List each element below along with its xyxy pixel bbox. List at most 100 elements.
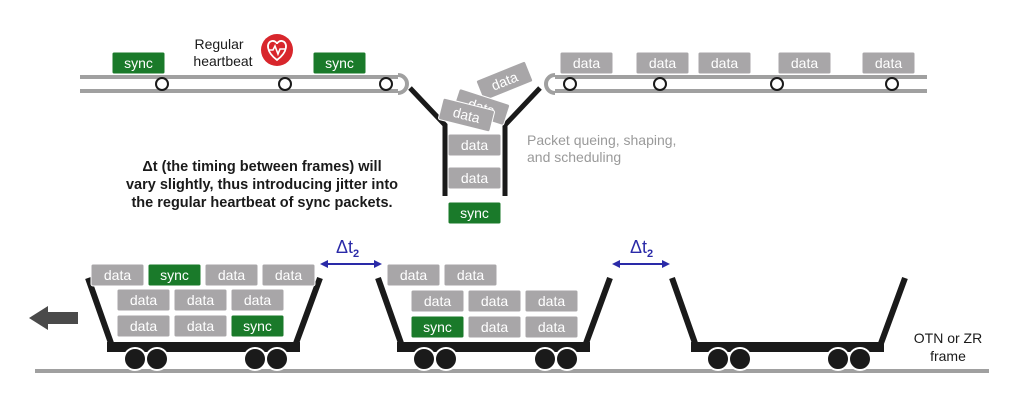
cart-1-base	[107, 342, 300, 352]
sync-packet-label: sync	[243, 318, 272, 334]
roller	[379, 77, 393, 91]
data-packet-label: data	[187, 318, 214, 334]
cart-wheel	[848, 347, 872, 371]
roller	[563, 77, 577, 91]
sync-packet-label: sync	[325, 55, 354, 71]
cart-3	[669, 276, 908, 371]
data-packet-label: data	[218, 267, 245, 283]
data-packet: data	[475, 60, 534, 102]
cart-wheel	[434, 347, 458, 371]
data-packet: data	[173, 288, 228, 312]
jitter-text-line1: Δt (the timing between frames) will	[142, 159, 381, 175]
funnel-right-wall	[502, 86, 542, 196]
data-packet: data	[230, 288, 285, 312]
data-packet-label: data	[104, 267, 131, 283]
data-packet: data	[204, 263, 259, 287]
top-right-belt	[544, 73, 927, 95]
data-packet-label: data	[573, 55, 600, 71]
sync-packet: sync	[410, 315, 465, 339]
sync-packet-label: sync	[460, 205, 489, 221]
data-packet-label: data	[130, 292, 157, 308]
data-packet: data	[524, 289, 579, 313]
data-packet-label: data	[791, 55, 818, 71]
data-packet: data	[861, 51, 916, 75]
data-packet: data	[173, 314, 228, 338]
sync-packet: sync	[312, 51, 367, 75]
data-packet-label: data	[481, 319, 508, 335]
roller	[770, 77, 784, 91]
frame-label-line1: OTN or ZR	[914, 330, 982, 346]
direction-arrow-icon	[29, 306, 78, 330]
cart-3-body	[669, 276, 908, 349]
belt-lower-line	[555, 89, 927, 93]
sync-packet: sync	[147, 263, 202, 287]
data-packet-label: data	[461, 170, 488, 186]
roller	[155, 77, 169, 91]
top-left-packets: sync sync	[111, 51, 367, 75]
cart-wheel	[123, 347, 147, 371]
data-packet-label: data	[244, 292, 271, 308]
data-packet-label: data	[187, 292, 214, 308]
cart-2	[375, 276, 613, 371]
data-packet: data	[524, 315, 579, 339]
delta-t-marker-1: Δt2	[320, 237, 382, 268]
cart-wheel	[826, 347, 850, 371]
delta-t-label: Δt2	[630, 237, 653, 260]
data-packet-label: data	[451, 104, 482, 126]
data-packet: data	[90, 263, 145, 287]
data-packet-label: data	[400, 267, 427, 283]
cart-1	[85, 276, 323, 371]
data-packet: data	[443, 263, 498, 287]
sync-packet: sync	[447, 201, 502, 225]
belt-upper-line	[555, 75, 927, 79]
top-right-packets: data data data data data	[559, 51, 916, 75]
cart-wheel	[243, 347, 267, 371]
data-packet: data	[116, 288, 171, 312]
sync-packet-label: sync	[124, 55, 153, 71]
cart-wheel	[555, 347, 579, 371]
heartbeat-icon	[261, 34, 293, 66]
data-packet: data	[116, 314, 171, 338]
belt-upper-line	[80, 75, 398, 79]
data-packet-label: data	[275, 267, 302, 283]
jitter-text-line3: the regular heartbeat of sync packets.	[131, 195, 392, 211]
data-packet: data	[447, 166, 502, 190]
belt-end-curve	[397, 73, 409, 95]
data-packet-label: data	[461, 137, 488, 153]
data-packet-label: data	[875, 55, 902, 71]
data-packet: data	[467, 315, 522, 339]
data-packet: data	[261, 263, 316, 287]
data-packet-label: data	[538, 319, 565, 335]
top-left-belt	[80, 73, 409, 95]
data-packet-label: data	[711, 55, 738, 71]
cart-wheel	[728, 347, 752, 371]
delta-t-label: Δt2	[336, 237, 359, 260]
cart-2-packets: data data data data data sync data data	[386, 263, 579, 339]
data-packet-label: data	[424, 293, 451, 309]
cart-wheel	[706, 347, 730, 371]
data-packet: data	[467, 289, 522, 313]
cart-wheel	[412, 347, 436, 371]
cart-wheel	[145, 347, 169, 371]
jitter-text-line2: vary slightly, thus introducing jitter i…	[126, 177, 398, 193]
data-packet-label: data	[538, 293, 565, 309]
sync-packet-label: sync	[423, 319, 452, 335]
data-packet: data	[438, 97, 495, 133]
funnel	[408, 86, 542, 196]
cart-wheel	[533, 347, 557, 371]
data-packet-label: data	[481, 293, 508, 309]
data-packet: data	[635, 51, 690, 75]
data-packet: data	[777, 51, 832, 75]
frame-label-line2: frame	[930, 348, 966, 364]
queue-label-line1: Packet queing, shaping,	[527, 132, 676, 148]
sync-packet-label: sync	[160, 267, 189, 283]
data-packet: data	[447, 133, 502, 157]
roller	[885, 77, 899, 91]
data-packet: data	[559, 51, 614, 75]
data-packet: data	[386, 263, 441, 287]
funnel-left-wall	[408, 86, 448, 196]
heartbeat-label-line1: Regular	[194, 36, 243, 52]
